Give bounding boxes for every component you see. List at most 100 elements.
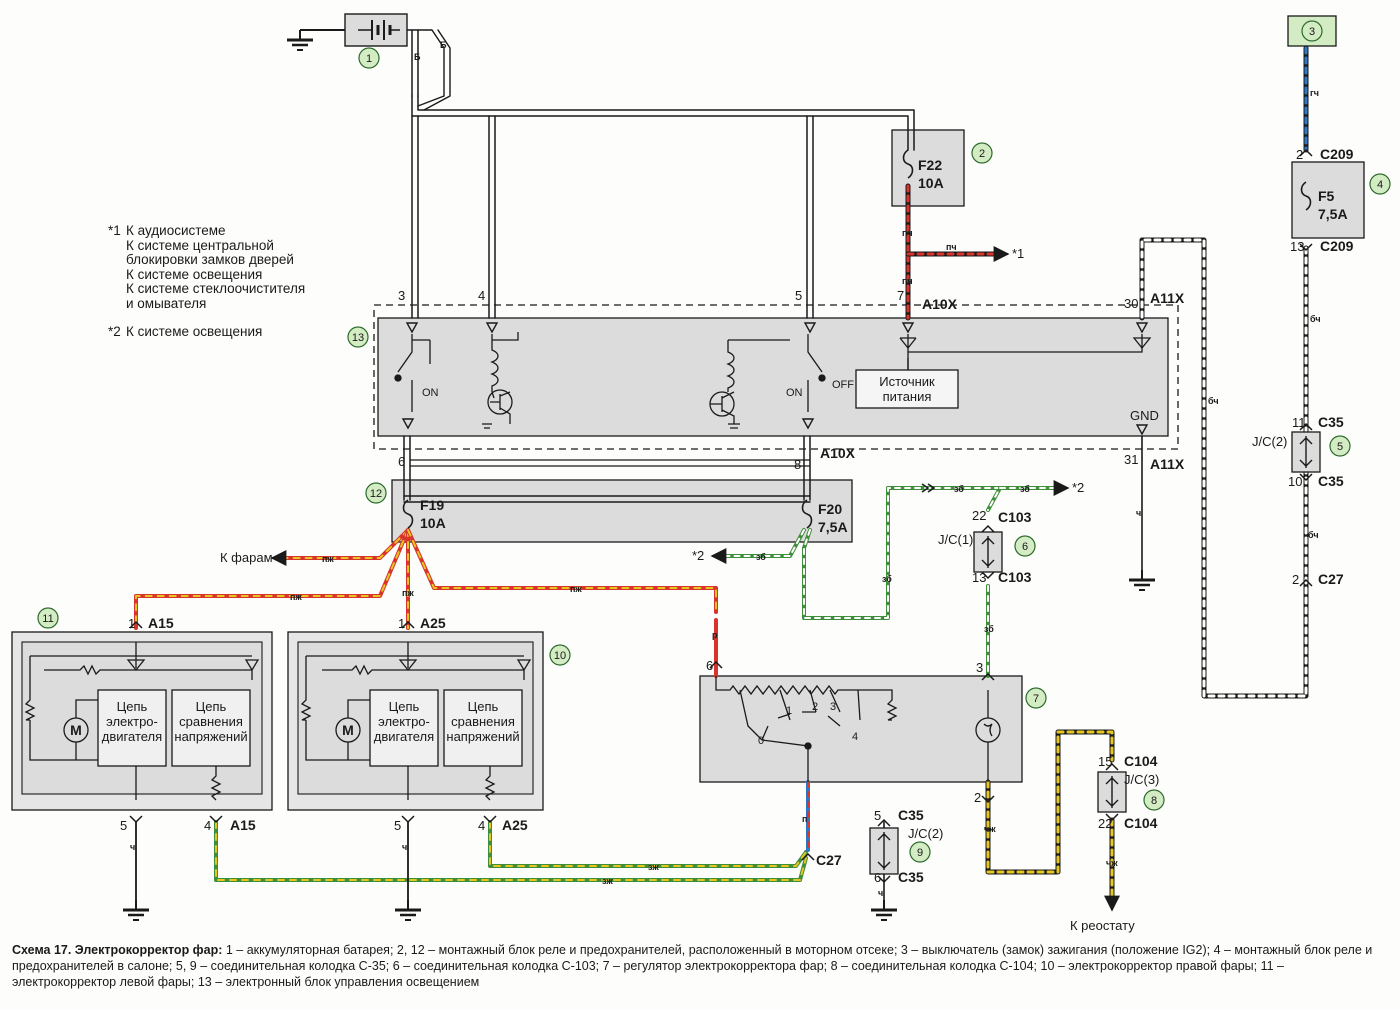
svg-text:пч: пч — [902, 228, 913, 238]
a15-top: A15 — [148, 615, 174, 631]
svg-text:5: 5 — [874, 808, 881, 823]
callout-6: 6 — [1014, 535, 1036, 557]
block13-internals — [394, 322, 1152, 435]
svg-text:пж: пж — [402, 588, 414, 598]
svg-text:пж: пж — [322, 554, 334, 564]
svg-text:ч: ч — [878, 888, 883, 898]
c27-right: C27 — [1318, 571, 1344, 587]
svg-text:Цепь: Цепь — [468, 699, 499, 714]
callout-4: 4 — [1369, 173, 1391, 195]
svg-text:зб: зб — [756, 552, 766, 562]
svg-text:1: 1 — [128, 616, 135, 631]
note-2: *2 К системе освещения — [108, 324, 263, 339]
svg-text:6: 6 — [874, 870, 881, 885]
note-2-marker: *2 — [108, 324, 121, 339]
a25-bottom: A25 — [502, 817, 528, 833]
svg-text:1: 1 — [366, 53, 372, 65]
svg-text:4: 4 — [478, 288, 485, 303]
svg-text:ON: ON — [422, 387, 439, 399]
svg-text:6: 6 — [1022, 541, 1028, 553]
svg-text:напряжений: напряжений — [446, 729, 519, 744]
svg-text:ч: ч — [1136, 508, 1141, 518]
jc2-label-right: J/C(2) — [1252, 434, 1287, 449]
svg-text:бч: бч — [1310, 314, 1321, 324]
svg-text:чж: чж — [1106, 858, 1118, 868]
connector-stubs — [129, 148, 1313, 884]
svg-text:9: 9 — [917, 847, 923, 859]
fuse-f5-rating: 7,5A — [1318, 206, 1348, 222]
svg-text:Цепь: Цепь — [389, 699, 420, 714]
svg-text:электро-: электро- — [106, 714, 158, 729]
svg-text:13: 13 — [972, 570, 986, 585]
a15-bottom: A15 — [230, 817, 256, 833]
svg-text:напряжений: напряжений — [174, 729, 247, 744]
svg-text:*1: *1 — [1012, 246, 1024, 261]
jc3-label: J/C(3) — [1124, 772, 1159, 787]
svg-text:сравнения: сравнения — [451, 714, 515, 729]
callout-7: 7 — [1025, 687, 1047, 709]
svg-text:п: п — [802, 814, 807, 824]
jc1-label: J/C(1) — [938, 532, 973, 547]
svg-text:2: 2 — [979, 148, 985, 160]
svg-text:1: 1 — [786, 705, 792, 717]
svg-text:зб: зб — [984, 624, 994, 634]
svg-text:10: 10 — [554, 650, 566, 662]
svg-text:двигателя: двигателя — [374, 729, 434, 744]
wires — [134, 29, 1309, 903]
svg-text:8: 8 — [794, 457, 801, 472]
fuse-f20-id: F20 — [818, 501, 842, 517]
svg-text:бч: бч — [1308, 530, 1319, 540]
callout-5: 5 — [1329, 435, 1351, 457]
actuator-internals — [24, 642, 532, 801]
svg-text:пч: пч — [902, 276, 913, 286]
svg-text:7: 7 — [897, 288, 904, 303]
svg-text:22: 22 — [1098, 816, 1112, 831]
c209-top: C209 — [1320, 146, 1354, 162]
to-rheostat: К реостату — [1070, 918, 1135, 933]
svg-text:зб: зб — [882, 574, 892, 584]
a11x-bottom: A11X — [1150, 456, 1185, 472]
svg-text:зб: зб — [954, 484, 964, 494]
a10x-top: A10X — [922, 296, 958, 312]
c35-lower-top: C35 — [898, 807, 924, 823]
svg-text:зж: зж — [648, 862, 659, 872]
svg-text:2: 2 — [1292, 572, 1299, 587]
svg-text:11: 11 — [1292, 415, 1306, 430]
callout-2: 2 — [971, 142, 993, 164]
svg-text:8: 8 — [1151, 795, 1157, 807]
svg-text:31: 31 — [1124, 452, 1138, 467]
svg-text:15: 15 — [1098, 754, 1112, 769]
svg-text:чж: чж — [984, 824, 996, 834]
to-headlights: К фарам — [220, 550, 273, 565]
fuse-f5-id: F5 — [1318, 188, 1335, 204]
svg-text:ч: ч — [130, 842, 135, 852]
svg-text:5: 5 — [120, 818, 127, 833]
svg-text:р: р — [712, 630, 718, 640]
svg-text:7: 7 — [1033, 693, 1039, 705]
c35-lower-bottom: C35 — [898, 869, 924, 885]
svg-text:4: 4 — [852, 731, 858, 743]
jc2-label-lower: J/C(2) — [908, 826, 943, 841]
svg-text:6: 6 — [706, 658, 713, 673]
callout-12: 12 — [365, 482, 387, 504]
power-source-line1: Источник — [879, 374, 935, 389]
fuse-f19-id: F19 — [420, 497, 444, 513]
svg-text:ч: ч — [402, 842, 407, 852]
svg-text:5: 5 — [795, 288, 802, 303]
svg-text:10: 10 — [1288, 474, 1302, 489]
svg-text:3: 3 — [976, 660, 983, 675]
svg-text:3: 3 — [1309, 26, 1315, 38]
c103-top: C103 — [998, 509, 1032, 525]
svg-text:зб: зб — [1020, 484, 1030, 494]
svg-text:11: 11 — [42, 613, 53, 625]
svg-text:3: 3 — [398, 288, 405, 303]
power-source-line2: питания — [883, 389, 932, 404]
svg-text:0: 0 — [758, 735, 764, 747]
callout-11: 11 — [37, 607, 59, 629]
a25-top: A25 — [420, 615, 446, 631]
svg-text:4: 4 — [478, 818, 485, 833]
block-2-fuse-box — [891, 129, 965, 207]
svg-text:двигателя: двигателя — [102, 729, 162, 744]
svg-text:Б: Б — [414, 52, 421, 62]
